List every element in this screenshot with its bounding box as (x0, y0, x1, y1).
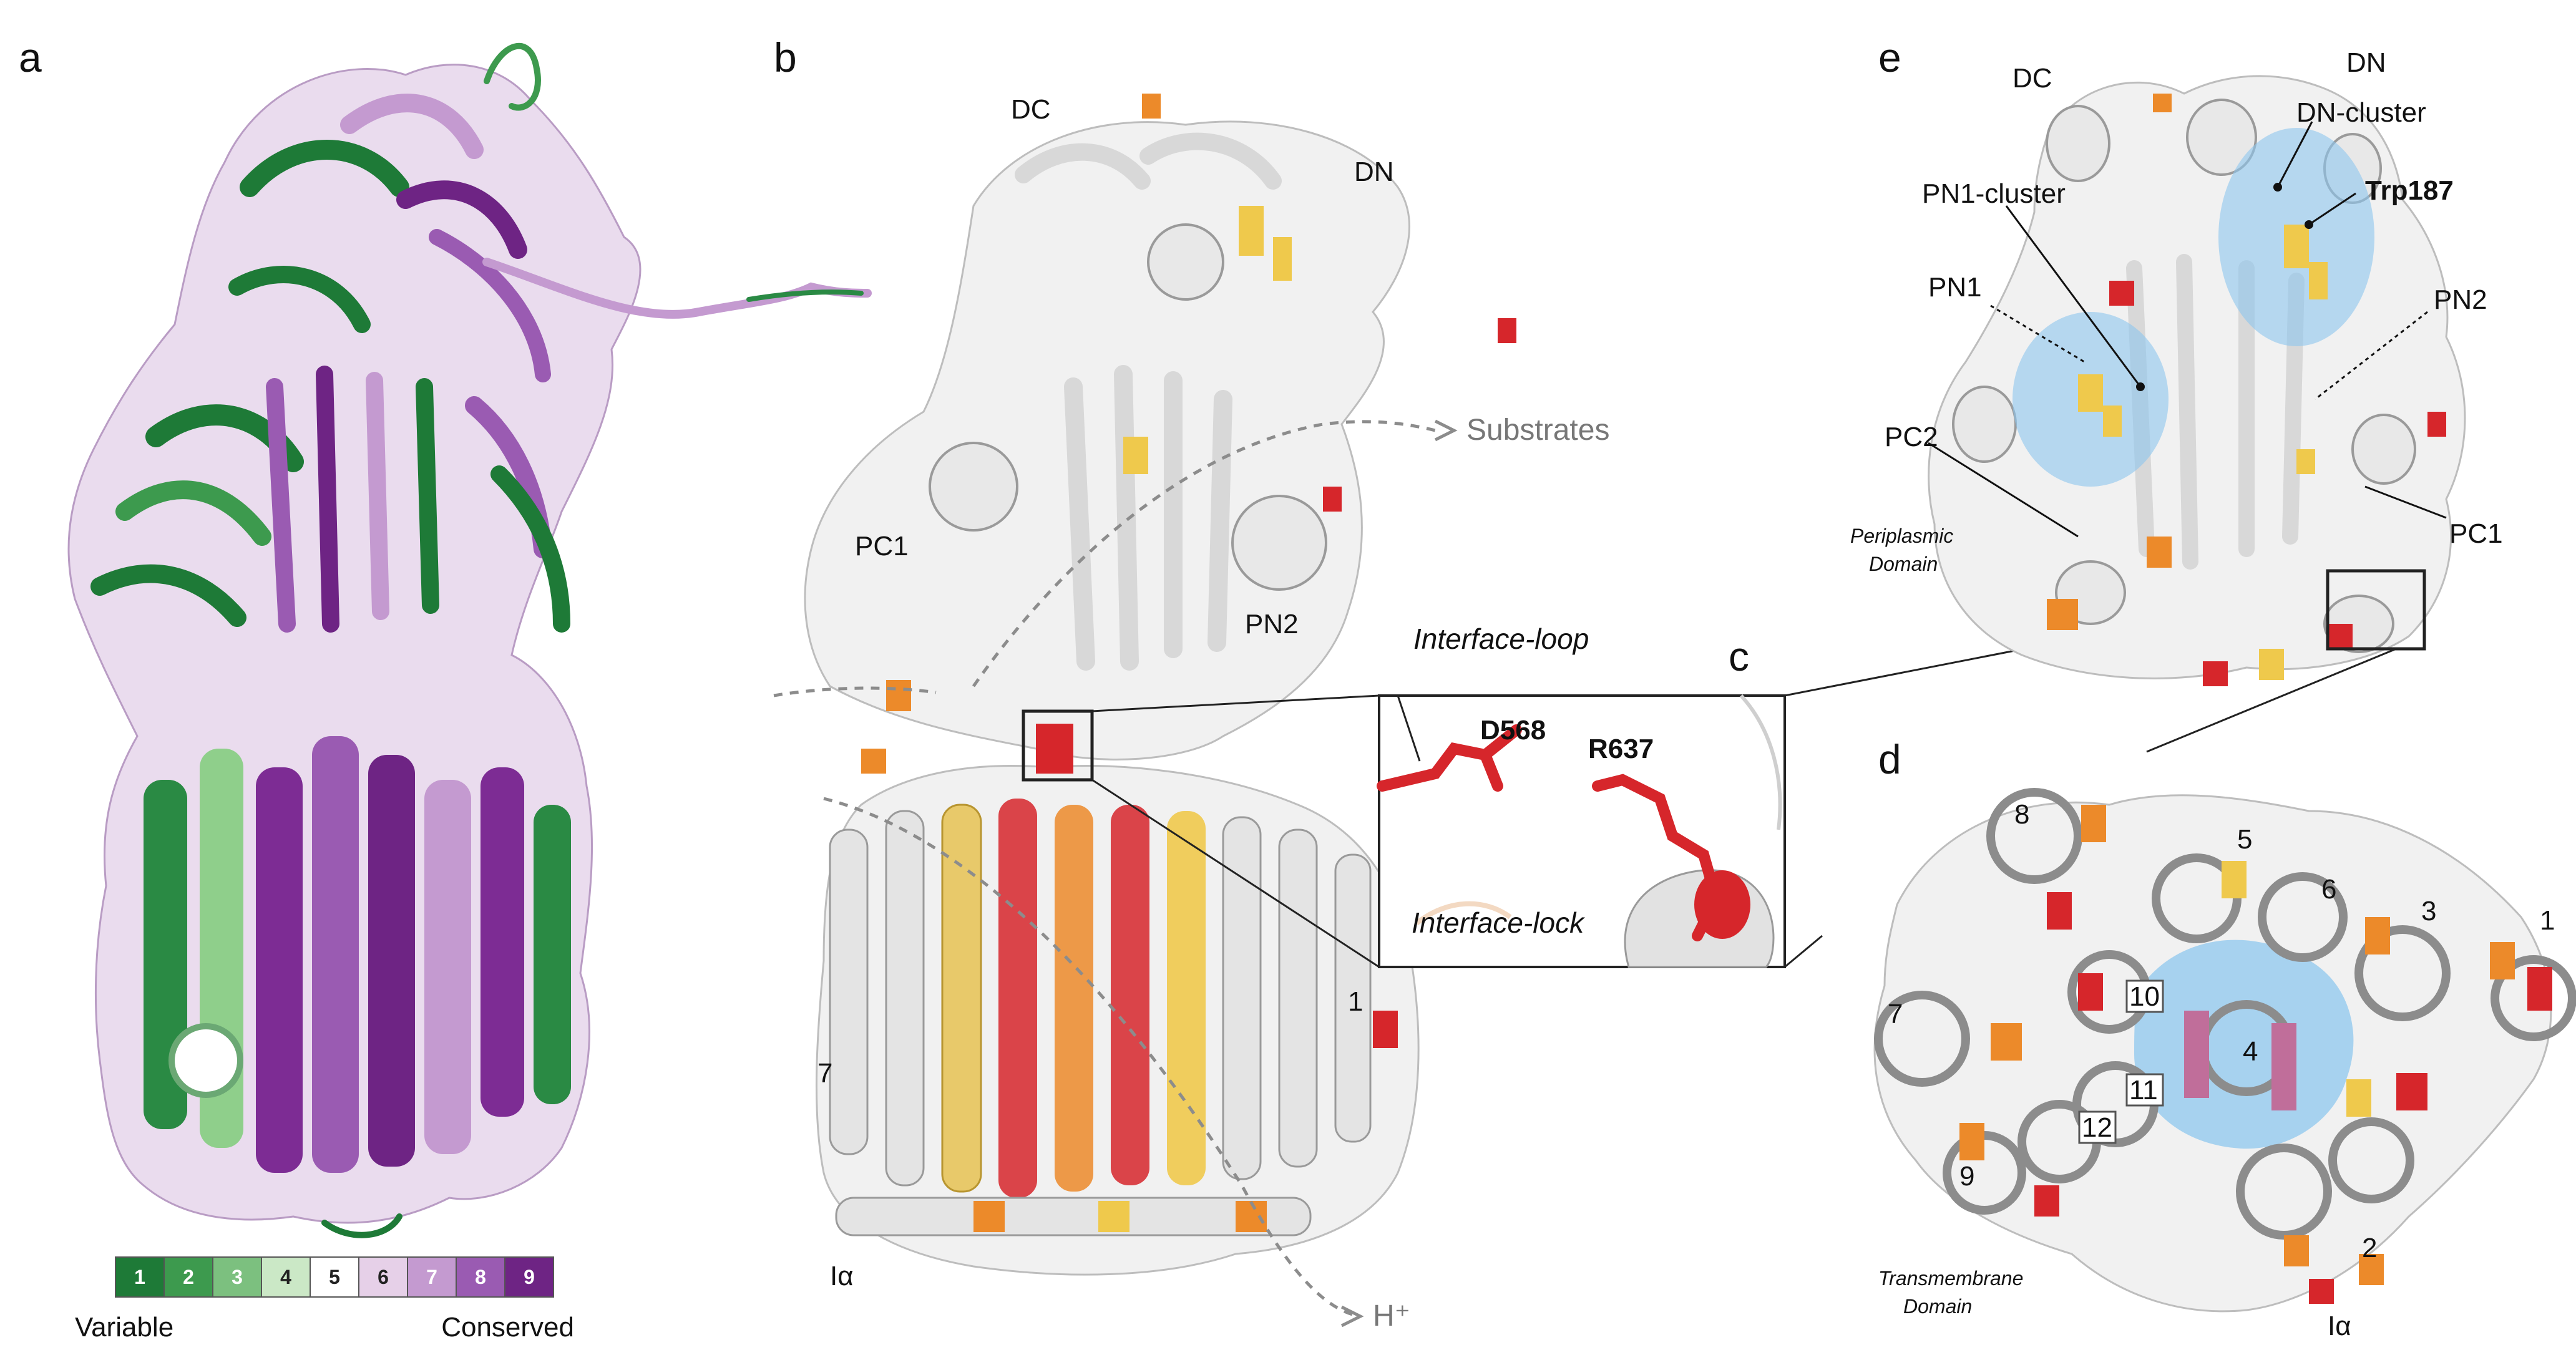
scale-cell-9 (504, 1256, 554, 1298)
label-e-pc2: PC2 (1885, 422, 1938, 452)
panel-b-helices (829, 799, 1372, 1236)
panel-a-structure (67, 42, 872, 1238)
label-d-h3: 3 (2421, 896, 2436, 926)
label-b-helix1: 1 (1348, 986, 1363, 1017)
panel-a-upper-domains (90, 94, 570, 633)
label-d-h4: 4 (2243, 1036, 2258, 1067)
label-d-h2: 2 (2362, 1233, 2377, 1263)
label-d-h7: 7 (1888, 999, 1903, 1029)
label-d-h12: 12 (2082, 1112, 2112, 1143)
label-d-domain-line2: Domain (1903, 1295, 1972, 1318)
scale-cell-4 (261, 1256, 311, 1298)
panel-d: d (1873, 736, 2576, 1341)
panel-b-letter: b (774, 34, 797, 80)
conservation-scale: 1 2 3 4 5 6 7 8 9 Variable Conserved (75, 1256, 574, 1343)
label-e-pc1: PC1 (2449, 518, 2503, 549)
label-d-h5: 5 (2237, 824, 2252, 855)
panel-b-inset-box (1022, 709, 1094, 782)
label-e-domain-line2: Domain (1869, 553, 1938, 575)
panel-e-letter: e (1878, 34, 1901, 80)
label-d-h11: 11 (2129, 1075, 2158, 1105)
panel-d-structure (1873, 788, 2576, 1313)
connector-c-to-e-bottom (1784, 935, 1823, 968)
label-e-dc: DC (2012, 63, 2052, 94)
panel-b: b (773, 34, 1609, 1333)
panel-e-silhouette (1928, 75, 2466, 679)
panel-b-sheets (929, 132, 1327, 671)
label-b-substrates: Substrates (1466, 414, 1609, 447)
panel-a-letter: a (19, 34, 42, 80)
panel-e-inset-box (2326, 569, 2426, 651)
scale-cell-label-7: 7 (426, 1266, 437, 1288)
scale-left-label: Variable (75, 1312, 173, 1343)
label-d-h6: 6 (2321, 874, 2336, 905)
label-d-h8: 8 (2014, 799, 2029, 830)
scale-cell-label-4: 4 (280, 1266, 291, 1288)
panel-b-inset-connector-bottom (1091, 779, 1380, 968)
label-d-h1: 1 (2540, 905, 2555, 936)
scale-cell-6 (358, 1256, 408, 1298)
panel-c-structure (1377, 694, 1782, 968)
conservation-scale-cells: 1 2 3 4 5 6 7 8 9 (115, 1256, 554, 1298)
label-d-i-alpha: Iα (2328, 1311, 2351, 1341)
panel-a-top-loop (484, 42, 541, 111)
panel-c-letter: c (1729, 633, 1749, 679)
panel-a-bottom-loop (321, 1213, 402, 1238)
label-c-r637: R637 (1588, 734, 1654, 764)
label-c-d568: D568 (1480, 715, 1546, 746)
panel-b-interface-dash (773, 686, 937, 697)
panel-e-residues (2047, 94, 2446, 686)
label-e-dn: DN (2346, 47, 2386, 78)
label-e-dn-cluster: DN-cluster (2296, 97, 2426, 128)
scale-cell-label-3: 3 (232, 1266, 243, 1288)
panel-b-substrate-arrow (1434, 419, 1458, 442)
panel-b-residues (861, 94, 1516, 1048)
scale-right-label: Conserved (441, 1312, 574, 1343)
panel-a: a (19, 34, 872, 1343)
panel-b-periplasmic-silhouette (804, 120, 1411, 760)
label-e-pn2: PN2 (2434, 284, 2487, 315)
panel-d-letter: d (1878, 736, 1901, 782)
scale-cell-label-6: 6 (378, 1266, 389, 1288)
panel-b-proton-arrow (1340, 1305, 1364, 1328)
label-e-pn1-cluster: PN1-cluster (1922, 178, 2066, 209)
scale-cell-label-5: 5 (329, 1266, 340, 1288)
scale-cell-label-9: 9 (524, 1266, 535, 1288)
label-d-domain-line1: Transmembrane (1878, 1267, 2023, 1290)
panel-c: c Interface-loop Interface-lock D568 R63… (1377, 623, 1786, 968)
label-b-pn2: PN2 (1245, 609, 1299, 639)
panel-e: e (1850, 34, 2503, 686)
label-b-dc: DC (1011, 94, 1051, 125)
scale-cell-8 (456, 1256, 505, 1298)
label-b-dn: DN (1354, 157, 1394, 187)
panel-b-proton-path (823, 797, 1361, 1318)
scale-cell-label-1: 1 (134, 1266, 145, 1288)
panel-e-structure (1928, 75, 2466, 686)
label-e-domain-line1: Periplasmic (1850, 525, 1953, 547)
label-c-interface-lock: Interface-lock (1412, 906, 1585, 939)
label-e-pn1: PN1 (1928, 272, 1982, 303)
panel-d-residues (1959, 805, 2552, 1304)
scale-cell-1 (115, 1256, 165, 1298)
residue-d568-stick (1377, 724, 1522, 792)
label-b-i-alpha: Iα (830, 1261, 854, 1291)
label-b-helix7: 7 (817, 1058, 832, 1089)
label-d-h10: 10 (2129, 981, 2160, 1012)
panel-a-helices (144, 736, 571, 1173)
connector-e-to-d (2146, 648, 2397, 753)
label-d-h9: 9 (1959, 1161, 1974, 1192)
panel-a-arm-tip (746, 289, 864, 302)
scale-cell-label-2: 2 (183, 1266, 194, 1288)
label-b-h-plus: H⁺ (1373, 1299, 1410, 1333)
scale-cell-3 (212, 1256, 262, 1298)
label-e-trp187: Trp187 (2365, 175, 2454, 206)
label-b-pc1: PC1 (855, 531, 909, 561)
panel-b-structure (773, 94, 1516, 1328)
scale-cell-2 (163, 1256, 213, 1298)
scale-cell-label-8: 8 (475, 1266, 486, 1288)
label-c-interface-loop: Interface-loop (1413, 623, 1589, 655)
panel-b-inset-connector-top (1091, 694, 1380, 712)
